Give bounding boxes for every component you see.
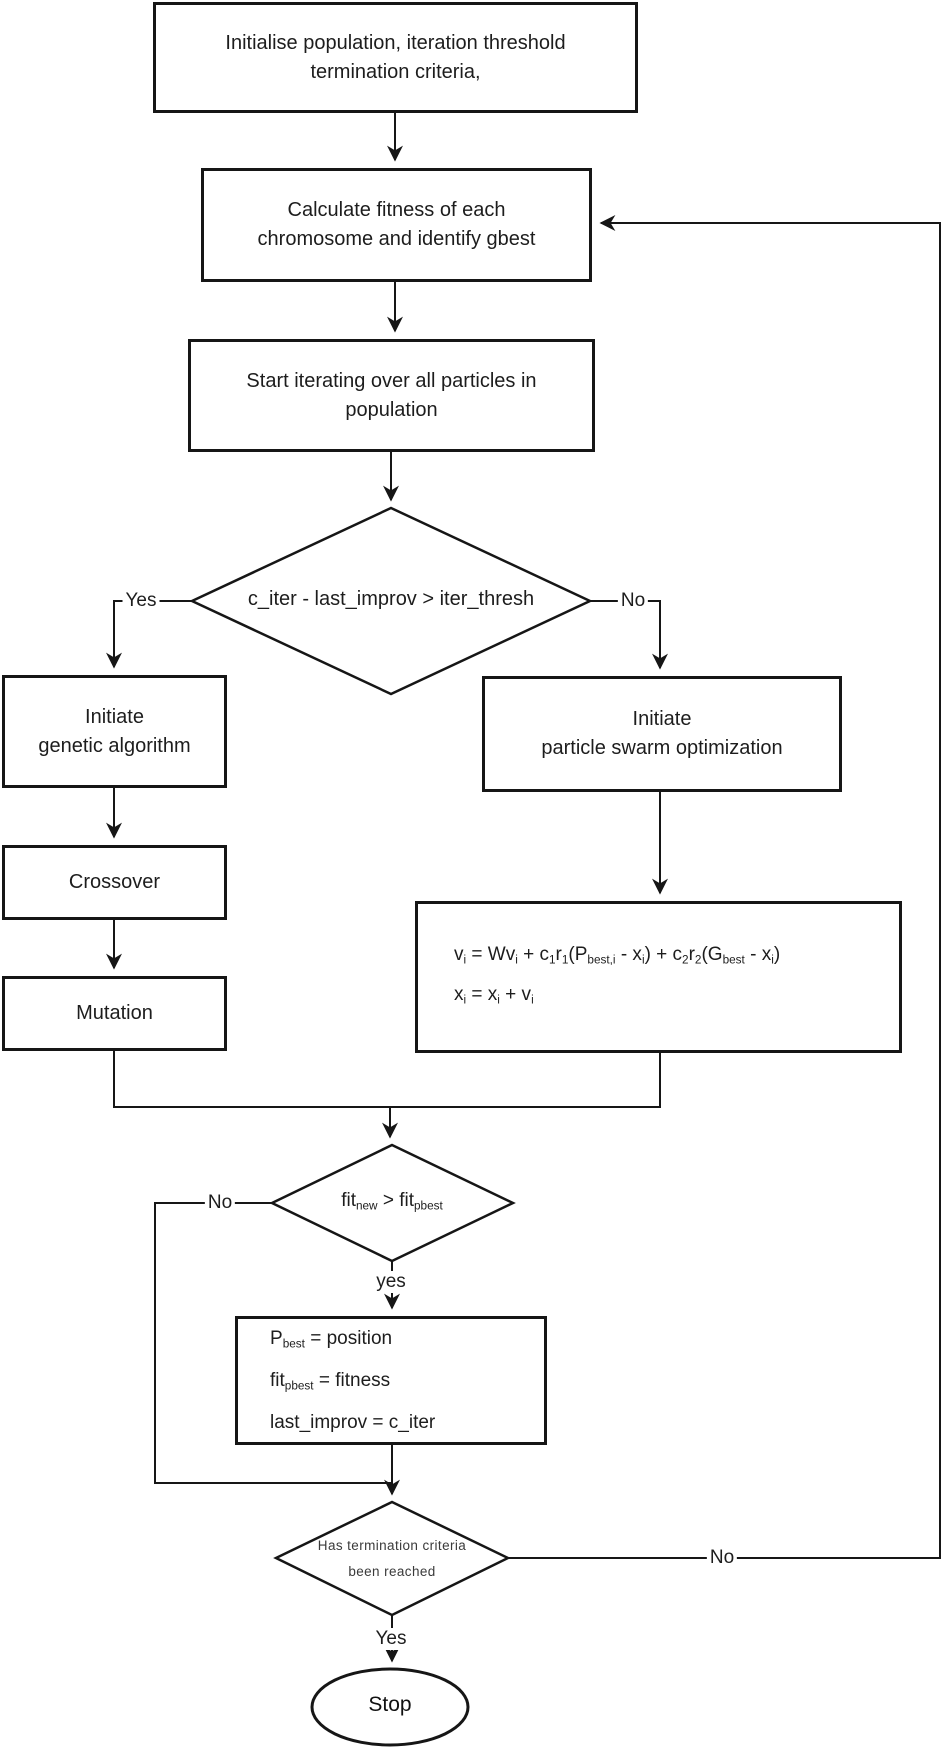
edge-label-improv-no: No (617, 590, 649, 612)
node-update-pbest: Pbest = position fitpbest = fitness last… (235, 1316, 547, 1445)
node-text-line: Calculate fitness of each (287, 199, 506, 221)
decision-termination-diamond (273, 1500, 511, 1617)
node-mutation: Mutation (2, 976, 227, 1051)
node-text-line: genetic algorithm (38, 734, 191, 757)
node-text-line: been reached (348, 1564, 436, 1579)
formula-line: xi = xi + vi (454, 984, 534, 1007)
edge-label-fit-no: No (204, 1192, 236, 1214)
node-text-line: Pbest = position (270, 1327, 393, 1350)
edge-label-term-no: No (706, 1547, 738, 1569)
edge-merge-branches (113, 1051, 661, 1108)
node-text-line: fitpbest = fitness (270, 1370, 391, 1393)
edge-improv-yes-to-ga (106, 600, 192, 669)
decision-improv-diamond (189, 506, 593, 696)
node-text-line: population (345, 398, 438, 421)
node-text-line: Start iterating over all particles in (246, 369, 537, 392)
node-start-iterating: Start iterating over all particles in po… (188, 339, 595, 452)
edge-improv-no-to-pso (590, 600, 668, 670)
decision-fit-label: fitnew > fitpbest (341, 1190, 443, 1213)
node-text-line: chromosome and identify gbest (257, 228, 536, 250)
node-text-line: Initiate (632, 708, 692, 730)
decision-improv-label: c_iter - last_improv > iter_thresh (247, 588, 535, 610)
node-initialise-population: Initialise population, iteration thresho… (153, 2, 638, 113)
node-velocity-position-update: vi = Wvi + c1r1(Pbest,i - xi) + c2r2(Gbe… (415, 901, 902, 1053)
node-text-line: Initialise population, iteration thresho… (225, 31, 566, 54)
node-text-line: Initiate (85, 705, 144, 728)
stop-terminator-ellipse (310, 1667, 470, 1747)
node-crossover: Crossover (2, 845, 227, 920)
node-initiate-genetic-algorithm: Initiate genetic algorithm (2, 675, 227, 788)
node-calculate-fitness: Calculate fitness of each chromosome and… (201, 168, 592, 282)
node-text-line: termination criteria, (310, 60, 481, 83)
stop-label: Stop (368, 1693, 412, 1716)
node-text-line: particle swarm optimization (541, 737, 783, 759)
node-text-line: Has termination criteria (317, 1538, 467, 1553)
node-text-line: last_improv = c_iter (270, 1412, 436, 1434)
decision-termination-label: Has termination criteria been reached (292, 1533, 492, 1585)
decision-fit-diamond (269, 1143, 516, 1263)
formula-line: vi = Wvi + c1r1(Pbest,i - xi) + c2r2(Gbe… (454, 943, 781, 966)
node-text-line: Mutation (76, 1002, 153, 1024)
node-text-line: Crossover (68, 871, 161, 893)
edge-label-term-yes: Yes (372, 1628, 410, 1650)
node-initiate-pso: Initiate particle swarm optimization (482, 676, 842, 792)
edge-label-fit-yes: yes (373, 1271, 409, 1293)
edge-label-improv-yes: Yes (122, 590, 160, 612)
